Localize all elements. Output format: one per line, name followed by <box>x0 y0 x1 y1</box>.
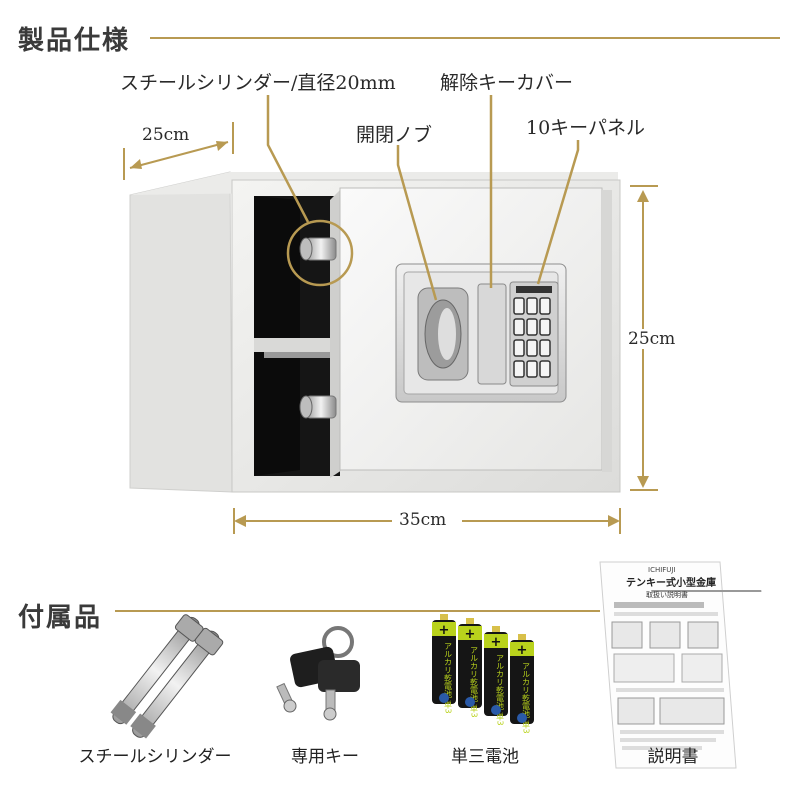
callout-handle: 開閉ノブ <box>356 124 433 146</box>
accessories-section-rule <box>115 610 600 612</box>
keypad-keys <box>513 297 551 378</box>
manual-title: テンキー式小型金庫 <box>626 578 716 589</box>
accessories-section-title: 付属品 <box>18 603 103 633</box>
keypad-key <box>526 297 538 315</box>
spec-section-title: 製品仕様 <box>18 26 131 56</box>
battery-label: アルカリ乾電池 単3 <box>470 646 479 718</box>
accessory-label-batteries: 単三電池 <box>451 747 519 767</box>
keypad-key <box>539 339 551 357</box>
dimension-height: 25cm <box>628 329 676 349</box>
keypad-key <box>539 297 551 315</box>
keypad-key <box>526 318 538 336</box>
accessory-label-cylinders: スチールシリンダー <box>78 747 232 767</box>
accessory-label-manual: 説明書 <box>647 747 699 767</box>
svg-text:+: + <box>439 623 450 638</box>
bolt-bottom <box>299 395 337 419</box>
keypad-key <box>513 297 525 315</box>
keypad-key <box>513 318 525 336</box>
callout-lines <box>266 95 580 301</box>
keypad-key <box>526 339 538 357</box>
callout-keypad: 10キーパネル <box>526 117 645 139</box>
keypad-key <box>539 318 551 336</box>
battery-cell: + アルカリ乾電池 単3 <box>458 618 482 718</box>
battery-cell: + アルカリ乾電池 単3 <box>484 626 508 726</box>
manual-brand: ICHIFUJI <box>648 566 676 574</box>
battery-cell: + アルカリ乾電池 単3 <box>432 614 456 714</box>
spec-section-rule <box>150 37 780 39</box>
manual-subtitle: 取扱い説明書 <box>646 591 688 599</box>
accessory-keys-image <box>276 626 360 721</box>
accessory-cylinders-image <box>110 614 224 739</box>
accessory-label-keys: 専用キー <box>291 747 359 767</box>
keypad-key <box>513 339 525 357</box>
dimension-width: 35cm <box>399 510 447 530</box>
battery-label: アルカリ乾電池 単3 <box>522 662 531 734</box>
battery-label: アルカリ乾電池 単3 <box>496 654 505 726</box>
keypad-key <box>539 360 551 378</box>
keypad-key <box>526 360 538 378</box>
accessory-manual-image <box>599 561 762 769</box>
svg-text:+: + <box>491 635 502 650</box>
battery-label: アルカリ乾電池 単3 <box>444 642 453 714</box>
accessory-batteries-image: + アルカリ乾電池 単3 + アルカリ乾電池 単3 + アルカリ乾電池 単3 + アルカリ乾電… <box>432 614 534 734</box>
battery-cell: + アルカリ乾電池 単3 <box>510 634 534 734</box>
keypad-key <box>513 360 525 378</box>
svg-text:+: + <box>517 643 528 658</box>
svg-text:+: + <box>465 627 476 642</box>
callout-key-cover: 解除キーカバー <box>440 72 574 94</box>
callout-cylinder: スチールシリンダー/直径20mm <box>120 72 396 94</box>
dimension-depth: 25cm <box>142 125 190 145</box>
bolt-top <box>299 237 337 261</box>
